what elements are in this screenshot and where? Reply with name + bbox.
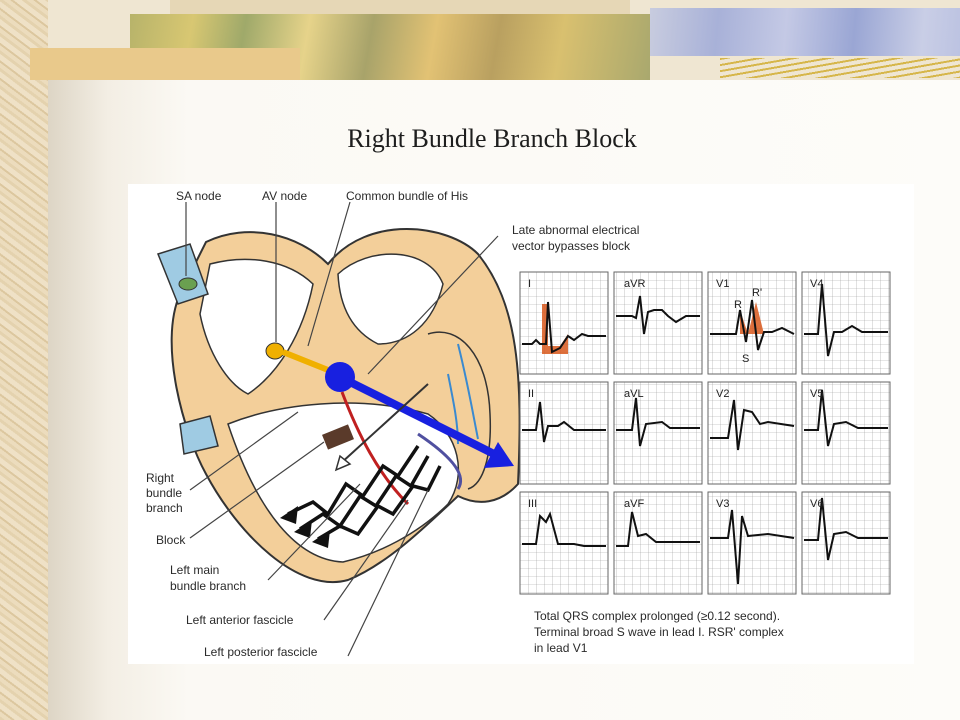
label-right-bundle-line2: bundle <box>146 486 182 500</box>
paper-texture-strip <box>0 0 48 720</box>
label-left-main-line1: Left main <box>170 563 219 577</box>
zigzag-arrowhead-1 <box>280 506 298 524</box>
heart-illustration <box>157 228 521 583</box>
av-node-dot <box>265 342 285 360</box>
rbbb-figure: SA node AV node Common bundle of His Lat… <box>128 184 914 664</box>
ecg-cell-V6 <box>801 491 891 595</box>
ecg-cell-aVL <box>613 381 703 485</box>
caption-line1: Total QRS complex prolonged (≥0.12 secon… <box>534 609 780 623</box>
right-bundle-purple <box>417 432 463 490</box>
white-vector-arrow <box>339 383 429 465</box>
ecg-lead-V1-highlight <box>740 302 764 334</box>
ecg-label-V5: V5 <box>810 388 823 400</box>
leaf-banner <box>30 0 960 80</box>
ecg-label-II: II <box>528 388 534 400</box>
rbbb-diagram: SA node AV node Common bundle of His Lat… <box>146 189 891 659</box>
label-late-vector-line2: vector bypasses block <box>512 239 631 253</box>
ecg-label-III: III <box>528 498 537 510</box>
heart-chamber-left-atrium <box>199 258 314 395</box>
heart-right-ventricle-wall <box>427 331 492 490</box>
label-left-main-line2: bundle branch <box>170 579 246 593</box>
block-marker <box>322 424 354 450</box>
ecg-label-I: I <box>528 278 531 290</box>
purkinje-blue-2 <box>457 343 479 440</box>
ecg-label-V2: V2 <box>716 388 729 400</box>
ecg-label-aVR: aVR <box>624 278 645 290</box>
left-bundle-red <box>340 391 410 506</box>
white-vector-arrow-head <box>334 454 352 472</box>
ecg-label-V4: V4 <box>810 278 823 290</box>
ecg-v1-r-label: R <box>734 299 742 311</box>
leader-lines <box>185 201 499 657</box>
zigzag-wave-3 <box>317 465 442 541</box>
label-block: Block <box>156 533 186 547</box>
label-late-vector-line1: Late abnormal electrical <box>512 223 639 237</box>
heart-chamber-ventricle <box>227 402 460 563</box>
caption-line2: Terminal broad S wave in lead I. RSR' co… <box>534 625 784 639</box>
label-left-posterior: Left posterior fascicle <box>204 645 318 659</box>
ecg-cell-V4 <box>801 271 891 375</box>
ecg-v1-r-prime-label: R' <box>752 287 762 299</box>
ecg-cell-II <box>519 381 609 485</box>
ecg-cell-V5 <box>801 381 891 485</box>
label-right-bundle-line1: Right <box>146 471 175 485</box>
ecg-label-V3: V3 <box>716 498 729 510</box>
slide-title: Right Bundle Branch Block <box>347 124 637 153</box>
ecg-panel: I aVR V1 V4 II aVL V2 V5 III aVF V3 V6 R… <box>519 271 891 595</box>
late-vector-arrow-shaft <box>346 377 500 460</box>
inferior-vena-cava <box>179 415 219 455</box>
label-right-bundle-line3: branch <box>146 501 183 515</box>
ecg-cell-aVR <box>613 271 703 375</box>
sa-node-dot <box>178 277 198 291</box>
zigzag-arrowhead-3 <box>312 530 330 548</box>
label-left-anterior: Left anterior fascicle <box>186 613 294 627</box>
ecg-v1-s-label: S <box>742 353 749 365</box>
ecg-label-aVF: aVF <box>624 498 644 510</box>
ecg-label-V1: V1 <box>716 278 729 290</box>
his-bundle <box>281 349 335 375</box>
ecg-label-aVL: aVL <box>624 388 644 400</box>
zigzag-wave-2 <box>299 455 430 531</box>
label-sa-node: SA node <box>176 189 222 203</box>
label-common-bundle: Common bundle of His <box>346 189 468 203</box>
superior-vena-cava <box>157 243 209 305</box>
late-vector-arrow-head <box>484 442 514 468</box>
caption-line3: in lead V1 <box>534 641 588 655</box>
ecg-cell-V2 <box>707 381 797 485</box>
ecg-label-V6: V6 <box>810 498 823 510</box>
ecg-cell-V3 <box>707 491 797 595</box>
label-av-node: AV node <box>262 189 307 203</box>
bundle-junction-dot <box>325 362 355 392</box>
zigzag-arrowhead-2 <box>294 520 312 538</box>
ecg-cell-I <box>519 271 609 375</box>
ecg-waveforms <box>522 283 888 585</box>
